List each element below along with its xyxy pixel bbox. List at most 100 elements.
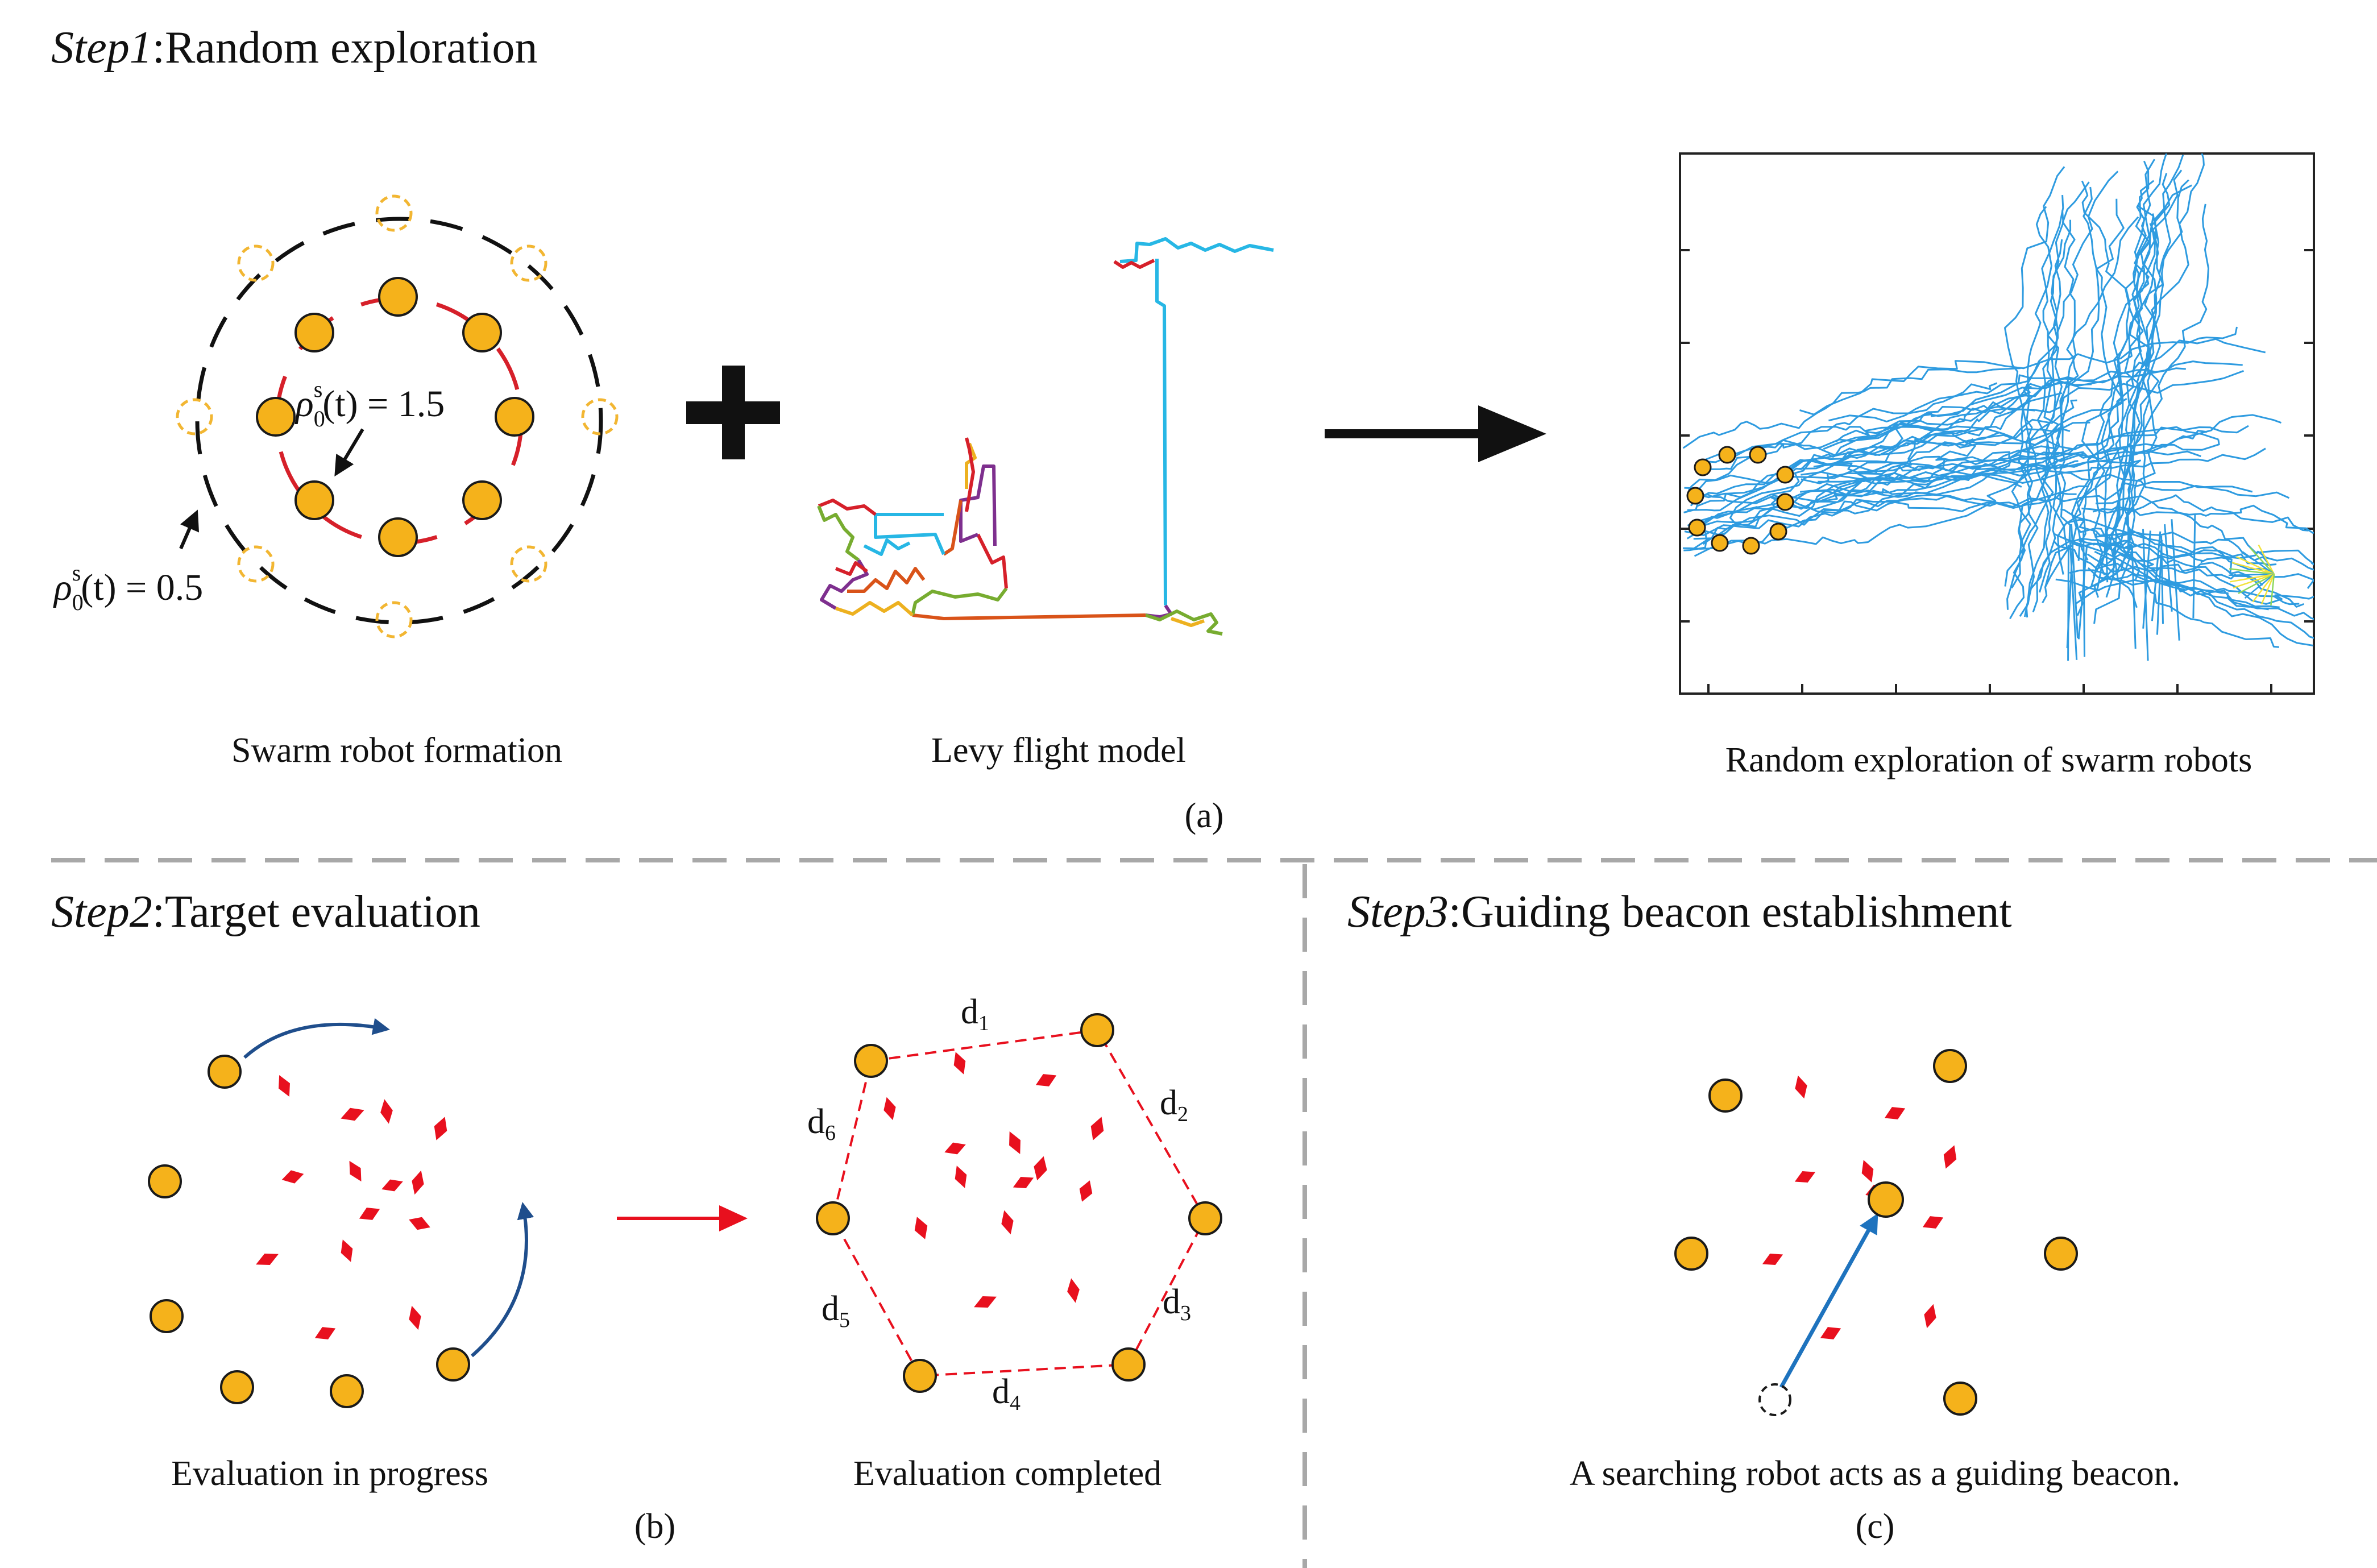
robot-trajectory <box>1686 438 1976 540</box>
previous-position-marker <box>1758 1383 1791 1416</box>
virtual-robot-marker <box>237 545 275 583</box>
robot <box>378 517 418 557</box>
outer-radius-label: ρ0s(t) = 0.5 <box>53 560 203 615</box>
curved-arrow <box>471 1202 534 1358</box>
robot <box>256 397 296 437</box>
robot-trajectory <box>2092 504 2314 534</box>
robot-trajectory <box>2242 551 2275 575</box>
robot-trajectory <box>2011 194 2064 589</box>
distance-label-d1: d1 <box>961 993 989 1035</box>
robot-trajectory <box>1699 407 2035 470</box>
target-marker <box>256 1254 279 1265</box>
robot <box>1111 1347 1146 1382</box>
panel-label-a: (a) <box>1185 797 1224 835</box>
robot <box>854 1044 888 1078</box>
robot-trajectory <box>1800 447 2201 498</box>
levy-path-segment <box>1145 609 1223 636</box>
target-marker <box>1762 1254 1783 1265</box>
target-marker <box>883 1097 896 1121</box>
robot-trajectory <box>2023 216 2139 617</box>
robot-trajectory <box>1683 397 2127 513</box>
robot-trajectory <box>2094 550 2314 605</box>
robot <box>378 277 418 317</box>
target-marker <box>1013 1177 1034 1188</box>
distance-label-d6: d6 <box>807 1102 836 1145</box>
target-marker <box>409 1217 430 1230</box>
robot-trajectory <box>2104 512 2109 583</box>
virtual-robot-marker <box>237 244 275 282</box>
target-marker <box>380 1099 393 1124</box>
target-marker <box>341 1239 353 1262</box>
robot-trajectory <box>2074 180 2134 561</box>
target-marker <box>1922 1216 1944 1229</box>
levy-path-segment <box>1155 259 1167 606</box>
robot <box>220 1370 254 1404</box>
robot-trajectory <box>2009 210 2064 620</box>
robot-trajectory <box>2055 578 2279 648</box>
target-marker <box>279 1075 290 1097</box>
target-marker <box>1009 1131 1021 1154</box>
levy-path-segment <box>959 464 997 546</box>
robot <box>903 1359 937 1393</box>
robot-trajectory <box>2079 540 2304 608</box>
robot-trajectory <box>1687 362 2041 526</box>
levy-path-segment <box>1171 617 1205 627</box>
target-marker <box>409 1305 421 1330</box>
robot-trajectory <box>2131 545 2137 649</box>
levy-path-segment <box>965 437 975 512</box>
levy-caption: Levy flight model <box>931 731 1186 770</box>
robot <box>816 1201 850 1235</box>
robot-trajectory <box>2006 239 2063 610</box>
beacon-caption: A searching robot acts as a guiding beac… <box>1570 1454 2180 1493</box>
panel-label-b: (b) <box>634 1507 675 1546</box>
levy-path-segment <box>820 559 869 610</box>
target-marker <box>914 1217 928 1239</box>
target-marker <box>434 1117 447 1140</box>
target-marker <box>944 1142 966 1155</box>
robot-trajectory <box>2260 574 2275 605</box>
robot <box>1708 1078 1743 1113</box>
robot <box>330 1374 364 1408</box>
robot-trajectory <box>2087 567 2314 639</box>
target-marker <box>955 1165 967 1188</box>
robot-trajectory <box>2252 574 2275 603</box>
target-marker <box>1820 1327 1841 1339</box>
robot-trajectory <box>2142 530 2151 629</box>
target-marker <box>1090 1117 1104 1140</box>
levy-path-segment <box>976 533 1008 589</box>
distance-label-d3: d3 <box>1163 1283 1191 1325</box>
robot-trajectory <box>2077 545 2088 640</box>
target-marker <box>1861 1160 1874 1183</box>
robot-trajectory <box>2077 154 2168 561</box>
robot-trajectory <box>2270 574 2275 606</box>
target-marker <box>1079 1180 1093 1202</box>
robot-trajectory <box>2044 181 2090 588</box>
plus-icon <box>686 366 780 459</box>
robot <box>1674 1237 1708 1271</box>
target-marker <box>1795 1075 1807 1099</box>
virtual-robot-marker <box>581 398 619 435</box>
robot-trajectory <box>2142 529 2149 661</box>
inner-radius-arrow <box>334 428 364 477</box>
robot <box>150 1299 184 1333</box>
robot-trajectory <box>2249 547 2275 575</box>
robot <box>208 1055 242 1089</box>
levy-path-segment <box>943 500 963 556</box>
target-marker <box>1794 1171 1816 1183</box>
robot-trajectory <box>2231 562 2275 575</box>
target-marker <box>281 1170 304 1184</box>
robot-trajectory <box>2019 219 2072 617</box>
completed-robots <box>816 1013 1222 1393</box>
robot <box>462 480 502 520</box>
robot-trajectory <box>2105 159 2155 598</box>
target-marker <box>974 1296 997 1308</box>
result-arrow-icon <box>1325 405 1546 462</box>
levy-path-segment <box>818 499 877 516</box>
completed-caption: Evaluation completed <box>853 1454 1161 1493</box>
evaluation-completed-diagram: d1 d2 d3 d4 d5 d6 <box>807 993 1222 1415</box>
robot-trajectory <box>1687 392 2063 512</box>
target-marker <box>1924 1304 1936 1329</box>
robot <box>2044 1237 2078 1271</box>
robot-trajectory <box>2192 513 2196 619</box>
virtual-robot-marker <box>375 601 413 638</box>
